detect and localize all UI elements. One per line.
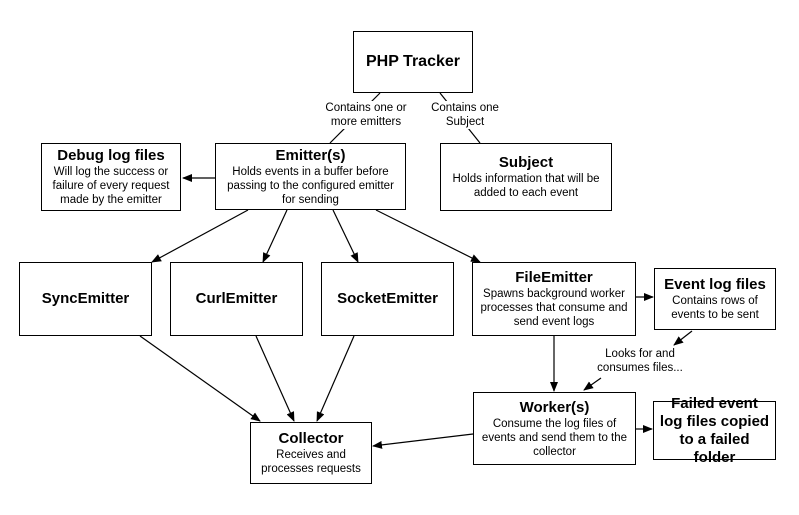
node-workers-title: Worker(s) <box>519 398 590 416</box>
node-event-log-title: Event log files <box>664 276 766 293</box>
node-socket-emitter: SocketEmitter <box>321 262 454 336</box>
edge-emitters-sync <box>151 209 249 263</box>
node-curl-emitter-title: CurlEmitter <box>195 290 278 307</box>
node-collector: Collector Receives and processes request… <box>250 422 372 484</box>
node-workers: Worker(s) Consume the log files of event… <box>473 392 636 465</box>
node-subject-desc: Holds information that will be added to … <box>452 173 600 199</box>
node-collector-title: Collector <box>278 430 344 447</box>
node-emitters-title: Emitter(s) <box>275 146 346 164</box>
node-subject-title: Subject <box>498 154 554 171</box>
node-event-log-desc: Contains rows of events to be sent <box>671 295 759 321</box>
edge-sync-collector <box>139 335 261 422</box>
node-debug-log: Debug log files Will log the success or … <box>41 143 181 211</box>
node-file-emitter-desc: Spawns background worker processes that … <box>480 288 628 328</box>
node-debug-log-title: Debug log files <box>57 147 165 164</box>
node-file-emitter-title: FileEmitter <box>515 269 593 286</box>
edge-label-workers <box>583 377 602 391</box>
node-socket-emitter-title: SocketEmitter <box>337 290 438 307</box>
node-workers-desc: Consume the log files of events and send… <box>481 417 628 458</box>
node-php-tracker: PHP Tracker <box>353 31 473 93</box>
node-failed-log: Failed event log files copied to a faile… <box>653 395 776 466</box>
edge-workers-collector <box>372 433 474 449</box>
edge-label-contains-subject: Contains one Subject <box>424 101 506 129</box>
node-curl-emitter: CurlEmitter <box>170 262 303 336</box>
node-debug-log-desc: Will log the success or failure of every… <box>52 166 170 206</box>
node-subject: Subject Holds information that will be a… <box>440 143 612 211</box>
edge-curl-collector <box>255 335 295 422</box>
node-emitters-desc: Holds events in a buffer before passing … <box>227 165 394 206</box>
node-failed-log-title: Failed event log files copied to a faile… <box>659 394 770 466</box>
node-collector-desc: Receives and processes requests <box>261 449 361 475</box>
edge-emitters-socket <box>332 209 359 263</box>
edge-eventlog-workers <box>673 330 693 346</box>
edge-emitters-file <box>375 209 481 263</box>
edge-label-contains-emitters: Contains one or more emitters <box>318 101 414 129</box>
edge-socket-collector <box>316 335 355 422</box>
node-file-emitter: FileEmitter Spawns background worker pro… <box>472 262 636 336</box>
edge-label-looks-for-files: Looks for and consumes files... <box>587 347 693 375</box>
node-php-tracker-title: PHP Tracker <box>366 53 460 70</box>
node-sync-emitter: SyncEmitter <box>19 262 152 336</box>
node-sync-emitter-title: SyncEmitter <box>41 290 130 307</box>
edge-emitters-curl <box>262 209 288 263</box>
node-event-log: Event log files Contains rows of events … <box>654 268 776 330</box>
node-emitters: Emitter(s) Holds events in a buffer befo… <box>215 143 406 210</box>
